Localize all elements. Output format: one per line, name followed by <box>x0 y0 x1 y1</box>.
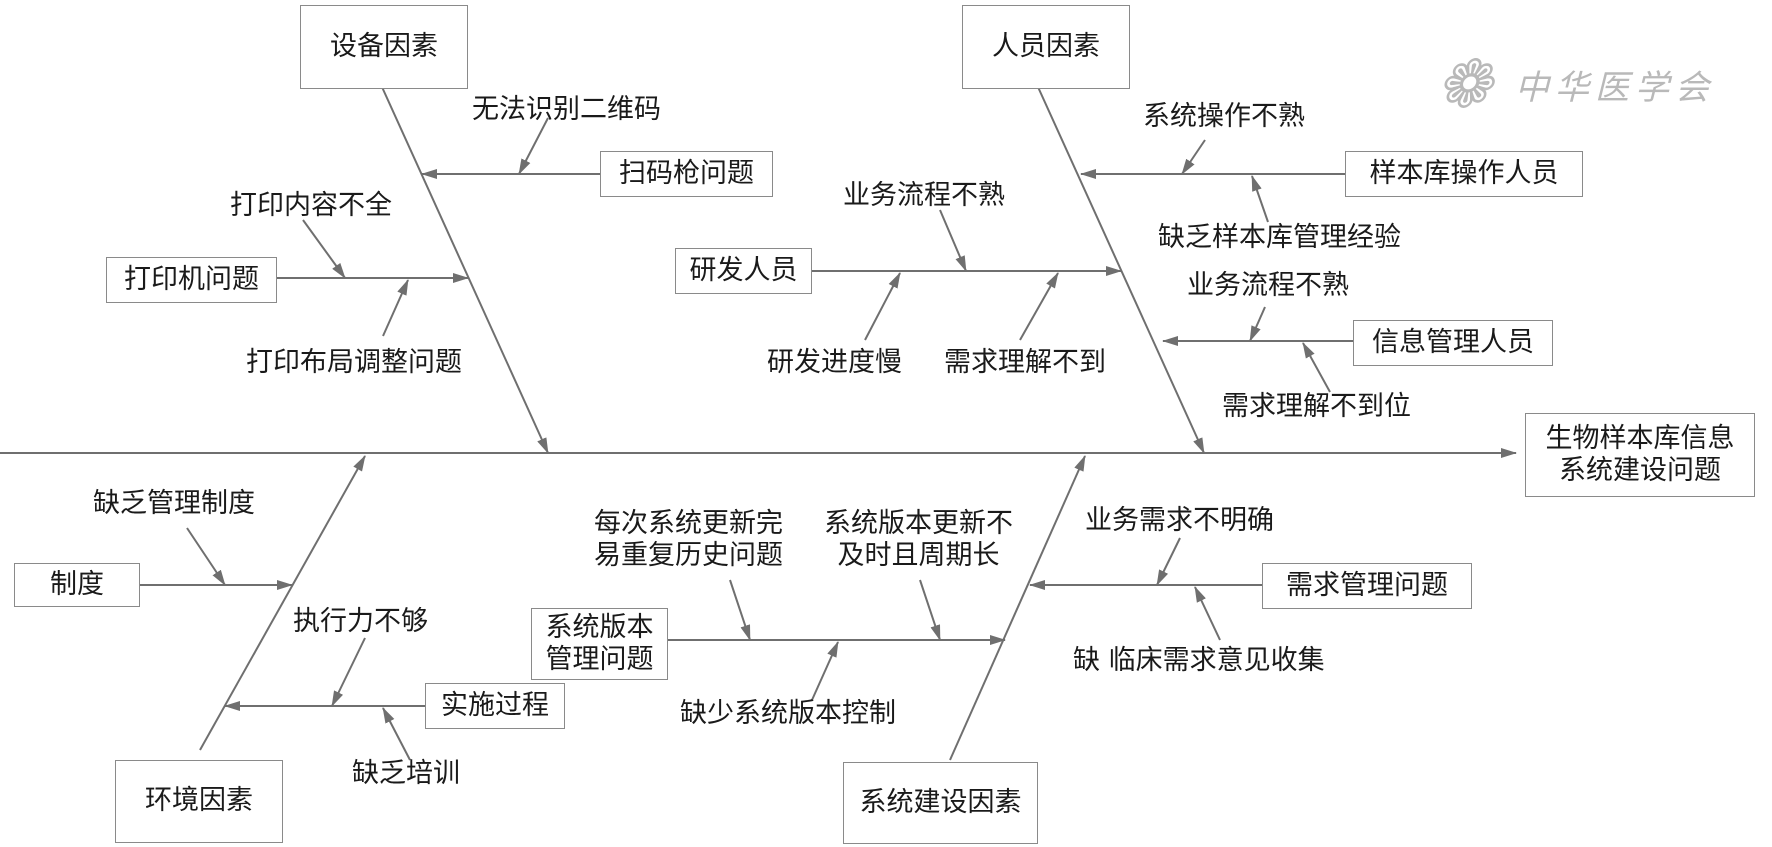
arrow-lack-rules <box>186 527 226 586</box>
detail-lack-clinical-feedback: 缺 临床需求意见收集 <box>1073 645 1325 676</box>
arrow-version-control <box>811 641 839 701</box>
cause-regulation: 制度 <box>14 563 140 607</box>
bone-system-build <box>949 455 1086 761</box>
arrow-print-layout <box>382 279 409 337</box>
cause-biobank-operator: 样本库操作人员 <box>1345 151 1583 197</box>
detail-rd-req-misunderstood: 需求理解不到 <box>944 347 1106 378</box>
arrow-rd-process <box>939 209 967 272</box>
cause-rd-staff: 研发人员 <box>675 248 812 294</box>
arrow-rd-req <box>1019 272 1059 341</box>
detail-rd-slow-progress: 研发进度慢 <box>767 347 902 378</box>
detail-poor-execution: 执行力不够 <box>293 606 428 637</box>
arrow-op-unfamiliar <box>1181 139 1206 175</box>
arrow-op-experience <box>1251 175 1269 223</box>
detail-late-long-updates: 系统版本更新不 及时且周期长 <box>824 508 1013 572</box>
cause-version-mgmt: 系统版本 管理问题 <box>531 608 668 680</box>
detail-qr-unreadable: 无法识别二维码 <box>472 94 661 125</box>
category-personnel: 人员因素 <box>962 5 1130 89</box>
detail-lack-mgmt-rules: 缺乏管理制度 <box>93 488 255 519</box>
detail-op-system-unfamiliar: 系统操作不熟 <box>1143 101 1305 132</box>
watermark-text: 中华医学会 <box>1515 68 1715 108</box>
detail-repeat-history-issues: 每次系统更新完 易重复历史问题 <box>594 508 783 572</box>
bone-equipment <box>381 86 549 454</box>
detail-print-layout: 打印布局调整问题 <box>246 347 462 378</box>
arrow-print-incomplete <box>302 219 346 279</box>
cause-info-manager: 信息管理人员 <box>1353 320 1553 366</box>
arrow-poor-execution <box>331 637 366 707</box>
category-environment: 环境因素 <box>115 760 283 843</box>
category-system-build: 系统建设因素 <box>843 762 1038 844</box>
detail-im-req-misunderstood: 需求理解不到位 <box>1222 391 1411 422</box>
arrow-repeat-history <box>729 579 751 641</box>
arrow-clinical-feedback <box>1194 586 1221 641</box>
cause-printer: 打印机问题 <box>106 257 277 303</box>
detail-unclear-requirements: 业务需求不明确 <box>1085 505 1274 536</box>
detail-print-incomplete: 打印内容不全 <box>230 190 392 221</box>
problem-head-box: 生物样本库信息 系统建设问题 <box>1525 413 1755 497</box>
detail-lack-training: 缺乏培训 <box>352 758 460 789</box>
arrow-unclear-req <box>1156 537 1181 586</box>
arrow-rd-slow <box>864 272 901 341</box>
detail-lack-version-control: 缺少系统版本控制 <box>680 698 896 729</box>
arrow-late-updates <box>919 579 941 641</box>
cause-req-mgmt: 需求管理问题 <box>1262 563 1472 609</box>
watermark-seal: ❁ <box>1436 46 1492 123</box>
detail-rd-process-unfamiliar: 业务流程不熟 <box>843 180 1005 211</box>
arrow-qr-unreadable <box>518 117 549 175</box>
cause-scanner: 扫码枪问题 <box>600 151 773 197</box>
category-equipment: 设备因素 <box>300 5 468 89</box>
cause-implementation: 实施过程 <box>425 683 565 729</box>
arrow-lack-training <box>382 707 411 761</box>
detail-op-lack-experience: 缺乏样本库管理经验 <box>1158 222 1401 253</box>
arrow-im-req <box>1302 342 1331 393</box>
arrow-im-process <box>1249 306 1266 342</box>
detail-im-process-unfamiliar: 业务流程不熟 <box>1187 270 1349 301</box>
